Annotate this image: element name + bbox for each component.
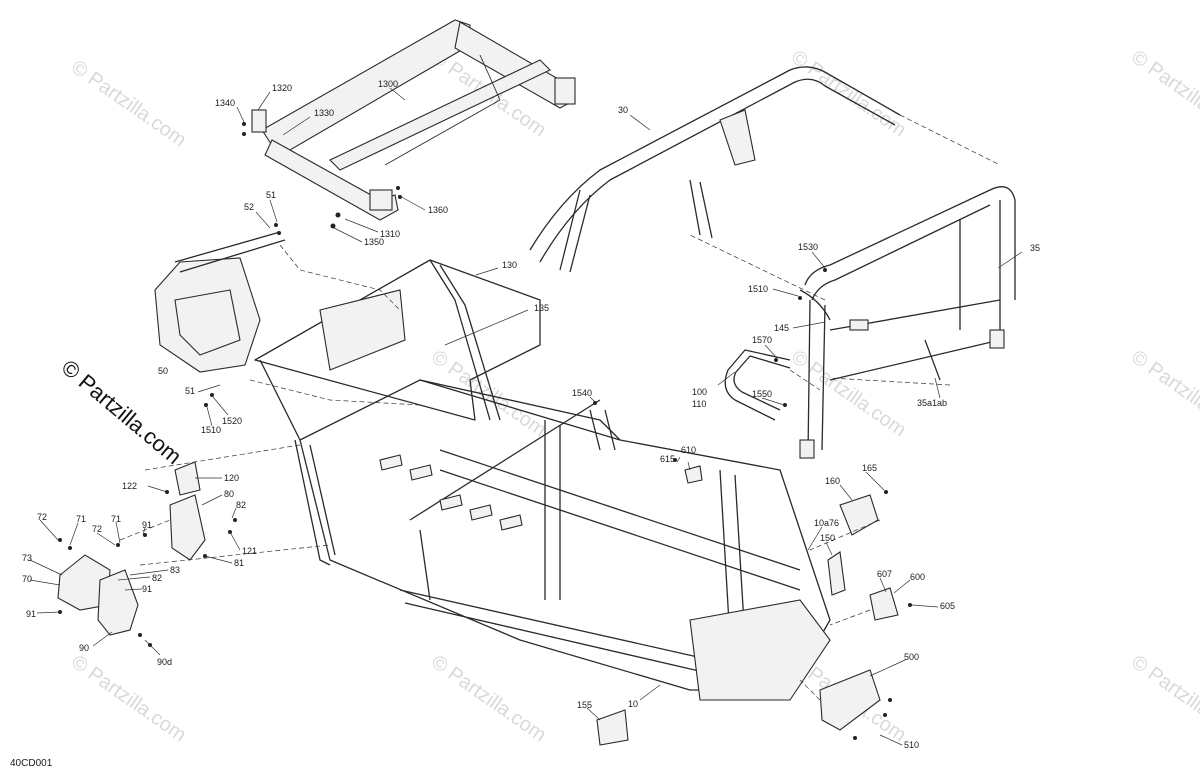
watermark: © Partzilla.com — [427, 346, 550, 441]
callout-label: 1360 — [428, 205, 448, 215]
callout-label: 1330 — [314, 108, 334, 118]
callout-label: 150 — [820, 533, 835, 543]
watermark-layer: © Partzilla.com © Partzilla.com © Partzi… — [67, 46, 1200, 746]
watermark: © Partzilla.com — [67, 56, 190, 151]
watermark: © Partzilla.com — [1127, 46, 1200, 141]
callout-label: 70 — [22, 574, 32, 584]
mount-brackets — [57, 461, 237, 647]
callout-label: 71 — [76, 514, 86, 524]
callout-label: 135 — [534, 303, 549, 313]
callout-label: 30 — [618, 105, 628, 115]
callout-label: 500 — [904, 652, 919, 662]
callout-label: 71 — [111, 514, 121, 524]
callout-label: 1300 — [378, 79, 398, 89]
callout-label: 155 — [577, 700, 592, 710]
callout-label: 120 — [224, 473, 239, 483]
callout-label: 90d — [157, 657, 172, 667]
callout-label: 121 — [242, 546, 257, 556]
callout-label: 1530 — [798, 242, 818, 252]
callout-label: 1350 — [364, 237, 384, 247]
callout-label: 72 — [37, 512, 47, 522]
callout-label: 165 — [862, 463, 877, 473]
leader-lines — [29, 87, 1023, 746]
watermark: © Partzilla.com — [427, 651, 550, 746]
callout-label: 607 — [877, 569, 892, 579]
callout-label: 130 — [502, 260, 517, 270]
callout-label: 10a76 — [814, 518, 839, 528]
callout-label: 1540 — [572, 388, 592, 398]
callout-label: 1550 — [752, 389, 772, 399]
main-frame — [254, 259, 831, 701]
roll-cage — [529, 66, 1016, 459]
callout-label: 100 — [692, 387, 707, 397]
callout-label: 91 — [26, 609, 36, 619]
callout-label: 1340 — [215, 98, 235, 108]
callout-label: 1520 — [222, 416, 242, 426]
callout-label: 91 — [142, 584, 152, 594]
watermark: © Partzilla.com — [787, 346, 910, 441]
callout-label: 51 — [185, 386, 195, 396]
callout-label: 600 — [910, 572, 925, 582]
callout-label: 10 — [628, 699, 638, 709]
callout-label: 80 — [224, 489, 234, 499]
watermark: © Partzilla.com — [787, 46, 910, 141]
callout-label: 50 — [158, 366, 168, 376]
callout-label: 605 — [940, 601, 955, 611]
front-bulkhead — [154, 223, 286, 407]
callout-label: 1320 — [272, 83, 292, 93]
callout-label: 90 — [79, 643, 89, 653]
rear-crossmember-assembly — [242, 19, 576, 229]
callout-label: 52 — [244, 202, 254, 212]
callout-label: 82 — [152, 573, 162, 583]
callout-label: 82 — [236, 500, 246, 510]
callout-label: 145 — [774, 323, 789, 333]
drawing-code: 40CD001 — [10, 758, 53, 769]
callout-label: 160 — [825, 476, 840, 486]
callout-label: 83 — [170, 565, 180, 575]
callout-label: 73 — [22, 553, 32, 563]
callout-label: 72 — [92, 524, 102, 534]
callout-label: 51 — [266, 190, 276, 200]
callout-label: 510 — [904, 740, 919, 750]
callout-label: 615 — [660, 454, 675, 464]
callout-labels: 1340 1320 1330 1300 1360 1310 1350 30 35… — [22, 79, 1040, 750]
callout-label: 1310 — [380, 229, 400, 239]
callout-label: 110 — [692, 399, 706, 409]
callout-label: 91 — [142, 520, 152, 530]
callout-label: 81 — [234, 558, 244, 568]
callout-label: 1570 — [752, 335, 772, 345]
callout-label: 1510 — [748, 284, 768, 294]
callout-label: 35 — [1030, 243, 1040, 253]
callout-label: 35a1ab — [917, 398, 947, 408]
callout-label: 610 — [681, 445, 696, 455]
grab-bar — [724, 349, 791, 421]
watermark: © Partzilla.com — [1127, 346, 1200, 441]
dash-connectors — [119, 114, 1001, 701]
watermark: © Partzilla.com — [1127, 651, 1200, 746]
callout-label: 122 — [122, 481, 137, 491]
callout-label: 1510 — [201, 425, 221, 435]
